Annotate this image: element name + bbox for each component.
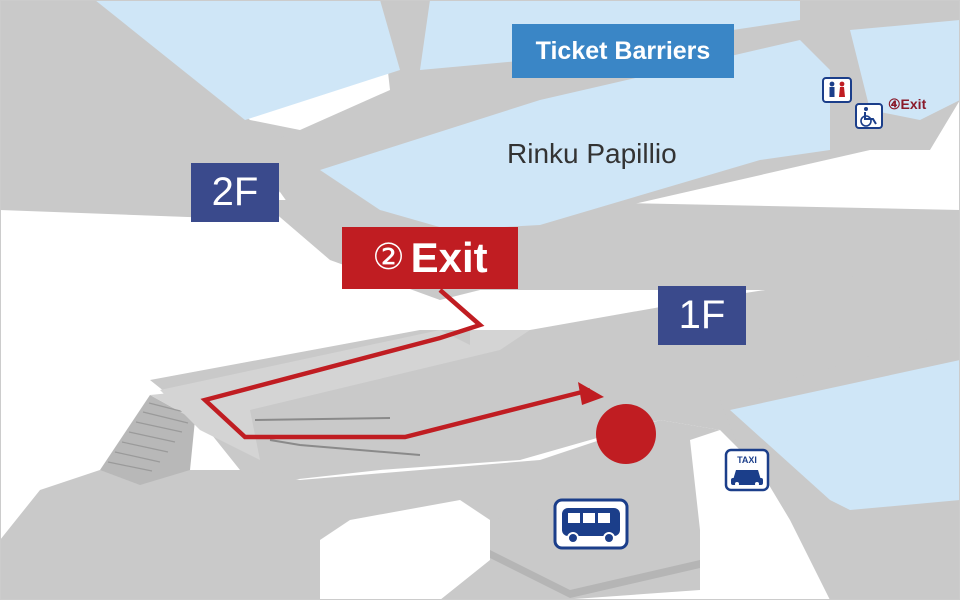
area-1f-left-white [320, 500, 490, 600]
taxi-icon: TAXI [724, 448, 770, 492]
ticket-barriers-text: Ticket Barriers [535, 36, 711, 65]
floor-2f-badge: 2F [191, 163, 279, 222]
blue-areas [95, 0, 960, 600]
walkway-rail [254, 417, 391, 421]
floor-2f-right-strip [820, 0, 960, 20]
area-rinku-papillio [320, 40, 830, 230]
walkway-rail-lower [269, 439, 421, 456]
bus-platform-edge [490, 550, 700, 598]
restroom-icon [822, 77, 852, 103]
exit-small-label: ④Exit [888, 96, 927, 112]
area-right-top [850, 20, 960, 120]
floor-1f-badge: 1F [658, 286, 746, 345]
floor-1f-text: 1F [678, 293, 726, 337]
wheelchair-icon [855, 103, 883, 129]
ticket-barriers-label: Ticket Barriers [512, 24, 734, 78]
exit-2-word: Exit [410, 234, 488, 281]
station-name-label: Rinku Papillio [507, 138, 677, 169]
area-1f-right [730, 360, 960, 510]
taxi-sign-text: TAXI [737, 455, 757, 465]
mezzanine-walkway [160, 330, 530, 460]
route-arrowhead [578, 382, 604, 405]
route-path [200, 288, 591, 440]
bus-icon [553, 498, 629, 550]
floor-2f-text: 2F [211, 170, 259, 214]
exit-2-label: ② Exit [342, 227, 518, 289]
area-2f-upper-left [95, 0, 400, 120]
destination-marker [596, 404, 656, 464]
exit-2-number: ② [372, 237, 405, 278]
